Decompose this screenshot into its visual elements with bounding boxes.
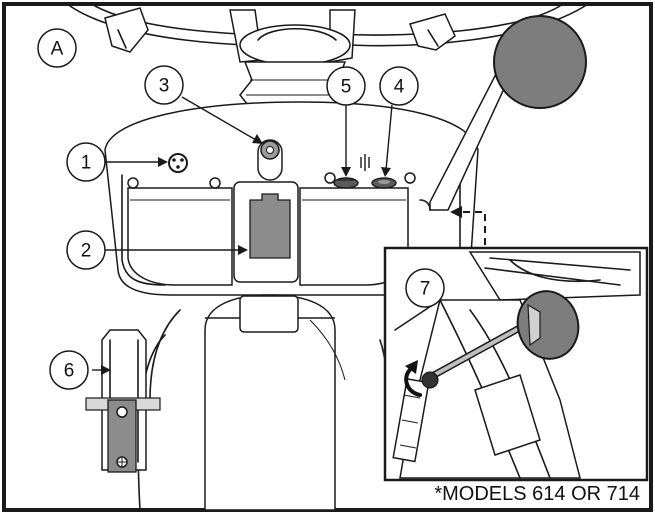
jack-part-3 xyxy=(257,139,283,181)
callout-1: 1 xyxy=(66,142,106,182)
callout-2: 2 xyxy=(66,230,106,270)
callout-6: 6 xyxy=(49,350,89,390)
volume-icon xyxy=(360,154,370,171)
rotate-icon xyxy=(404,360,439,397)
callout-4: 4 xyxy=(379,66,419,106)
panel-label-a: A xyxy=(37,28,77,68)
callout-6-label: 6 xyxy=(64,361,75,382)
callout-3: 3 xyxy=(144,65,184,105)
dashed-arrow xyxy=(450,206,486,245)
callout-3-label: 3 xyxy=(159,76,170,97)
mirror-assembly xyxy=(419,15,587,211)
switch-part-4 xyxy=(371,177,397,189)
callout-2-label: 2 xyxy=(81,241,92,262)
callout-7-label: 7 xyxy=(420,279,431,300)
connector-part-1 xyxy=(168,153,188,173)
leader-lines xyxy=(92,96,393,375)
models-footnote: *MODELS 614 OR 714 xyxy=(434,483,640,505)
mirror-glass xyxy=(493,15,587,109)
callout-7: 7 xyxy=(405,268,445,308)
switch-part-5 xyxy=(333,177,359,189)
port-part-2 xyxy=(249,193,291,259)
callout-4-label: 4 xyxy=(394,77,405,98)
callout-5-label: 5 xyxy=(341,77,352,98)
holder-part-6 xyxy=(85,329,161,473)
callout-5: 5 xyxy=(326,66,366,106)
fuel-tank xyxy=(137,294,391,511)
callout-1-label: 1 xyxy=(81,153,92,174)
panel-label-text: A xyxy=(51,39,64,60)
